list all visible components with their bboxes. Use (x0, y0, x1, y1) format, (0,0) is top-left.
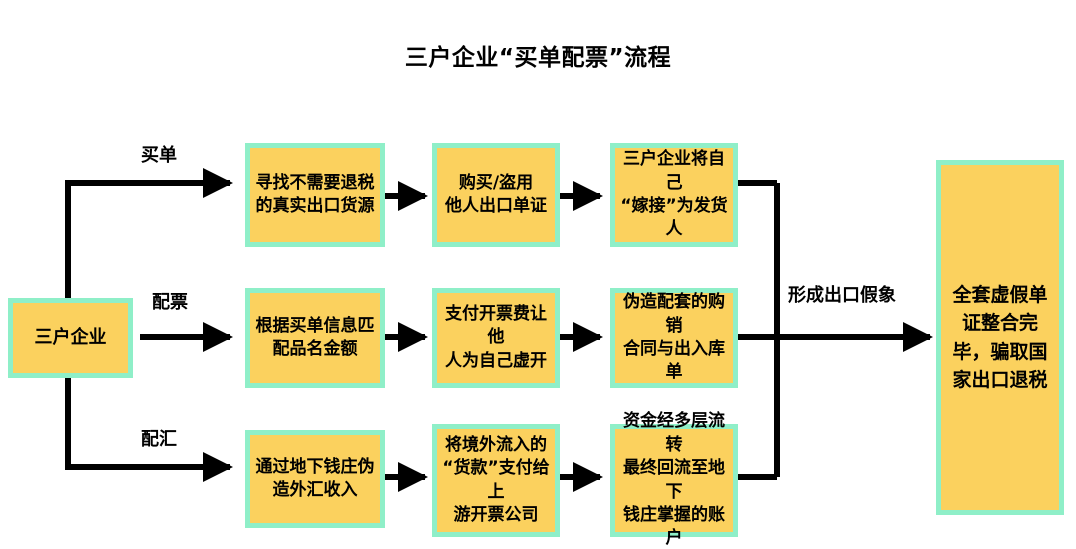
edge-label-row1: 买单 (141, 145, 177, 166)
node-row2-step3[interactable]: 伪造配套的购销 合同与出入库单 (610, 288, 738, 388)
node-row1-step1[interactable]: 寻找不需要退税 的真实出口货源 (245, 143, 385, 247)
node-row1-step2[interactable]: 购买/盗用 他人出口单证 (432, 143, 560, 247)
edge-label-row3: 配汇 (141, 429, 177, 450)
node-row2-step1[interactable]: 根据买单信息匹 配品名金额 (245, 288, 385, 388)
page-title: 三户企业“买单配票”流程 (404, 45, 672, 71)
node-source-enterprise[interactable]: 三户企业 (8, 298, 133, 378)
node-row3-step3[interactable]: 资金经多层流转 最终回流至地下 钱庄掌握的账户 (610, 411, 738, 548)
edge-label-row2: 配票 (152, 292, 188, 313)
node-final-outcome[interactable]: 全套虚假单 证整合完 毕，骗取国 家出口退税 (936, 160, 1064, 515)
edge-label-merge: 形成出口假象 (788, 285, 896, 306)
node-row3-step2[interactable]: 将境外流入的 “货款”支付给上 游开票公司 (432, 424, 560, 537)
node-row2-step2[interactable]: 支付开票费让他 人为自己虚开 (432, 288, 560, 388)
node-row1-step3[interactable]: 三户企业将自己 “嫁接”为发货人 (610, 143, 738, 247)
node-row3-step1[interactable]: 通过地下钱庄伪 造外汇收入 (245, 430, 385, 528)
